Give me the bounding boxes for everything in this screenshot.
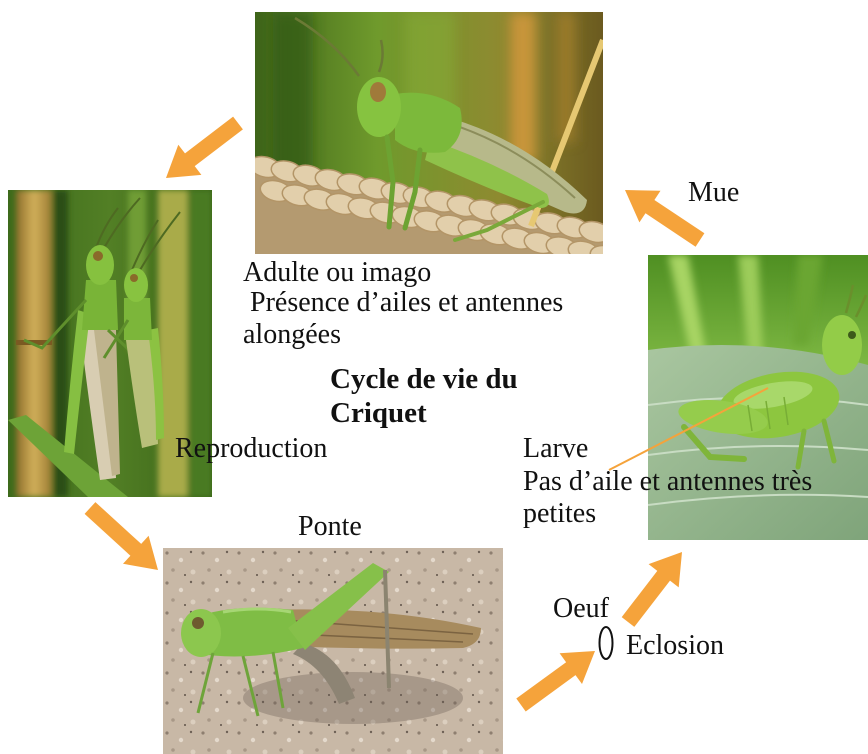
molt-label: Mue: [688, 177, 739, 209]
egg-shape: [600, 627, 613, 659]
diagram-title-line-2: Criquet: [330, 396, 427, 430]
adult-description-line-1: Présence d’ailes et antennes: [243, 287, 563, 319]
adult-stage-label: Adulte ou imago: [243, 257, 431, 289]
arrow-laying-to-egg: [516, 651, 595, 712]
larva-stage-label: Larve: [523, 433, 588, 465]
arrow-reproduction-to-laying: [85, 502, 158, 570]
larva-description-line-1: Pas d’aile et antennes très: [523, 466, 812, 498]
egg-label: Oeuf: [553, 593, 609, 625]
arrow-adult-to-reproduction: [166, 117, 243, 178]
adult-description-line-2: alongées: [243, 319, 341, 351]
hatching-label: Eclosion: [626, 630, 724, 662]
reproduction-label: Reproduction: [175, 433, 327, 465]
larva-pointer-line: [609, 388, 768, 470]
diagram-title-line-1: Cycle de vie du: [330, 362, 518, 396]
laying-label: Ponte: [298, 511, 362, 543]
arrow-egg-to-larva: [622, 552, 682, 627]
larva-description-line-2: petites: [523, 498, 596, 530]
